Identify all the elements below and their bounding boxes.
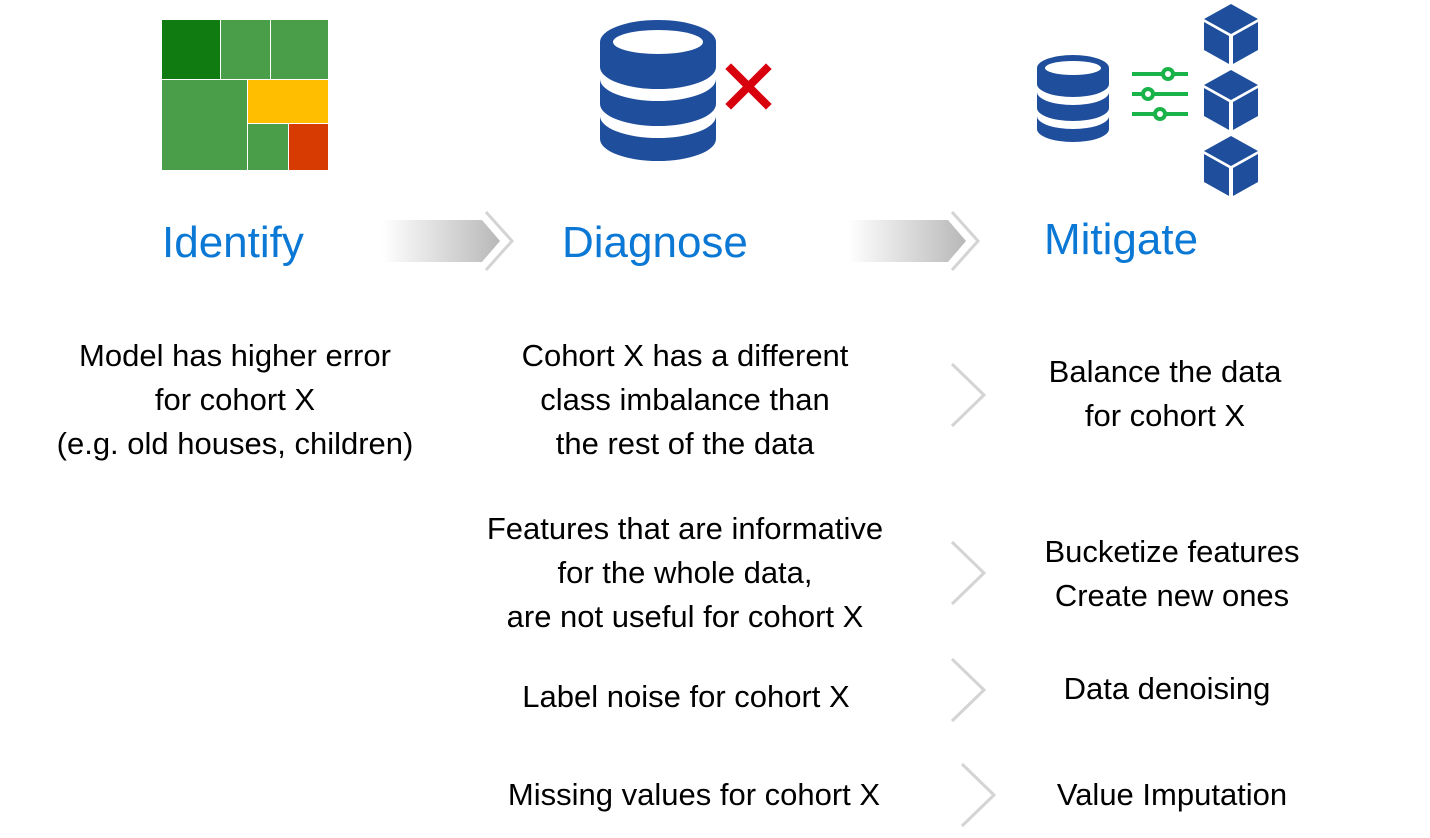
treemap-icon [162,20,328,170]
sliders-icon [1132,67,1188,121]
mitigate-item: Bucketize features Create new ones [1044,534,1300,613]
database-error-icon [600,20,772,161]
mitigate-item: Data denoising [1063,671,1271,706]
cross-icon [725,63,772,110]
diagnose-item: Missing values for cohort X [507,777,881,812]
diagnose-item: Cohort X has a different class imbalance… [521,338,849,461]
stage-title-identify: Identify [162,218,304,267]
chevron-right-icon [950,540,987,606]
stage-title-diagnose: Diagnose [562,218,748,267]
diagnose-item: Label noise for cohort X [522,679,850,714]
diagnose-item: Features that are informative for the wh… [486,511,884,634]
identify-description: Model has higher error for cohort X (e.g… [56,338,414,461]
cube-icon [1204,4,1258,64]
flow-arrow-1 [382,210,515,272]
flow-arrow-2 [848,210,981,272]
database-icon [1037,55,1109,142]
mitigate-item: Balance the data for cohort X [1048,354,1282,433]
cube-icon [1204,70,1258,130]
chevron-right-icon [950,657,987,723]
stage-title-mitigate: Mitigate [1044,215,1199,264]
cube-stack-icon [1204,4,1258,196]
chevron-right-icon [950,362,987,428]
mitigate-item: Value Imputation [1056,777,1288,812]
cube-icon [1204,136,1258,196]
chevron-right-icon [960,762,997,828]
